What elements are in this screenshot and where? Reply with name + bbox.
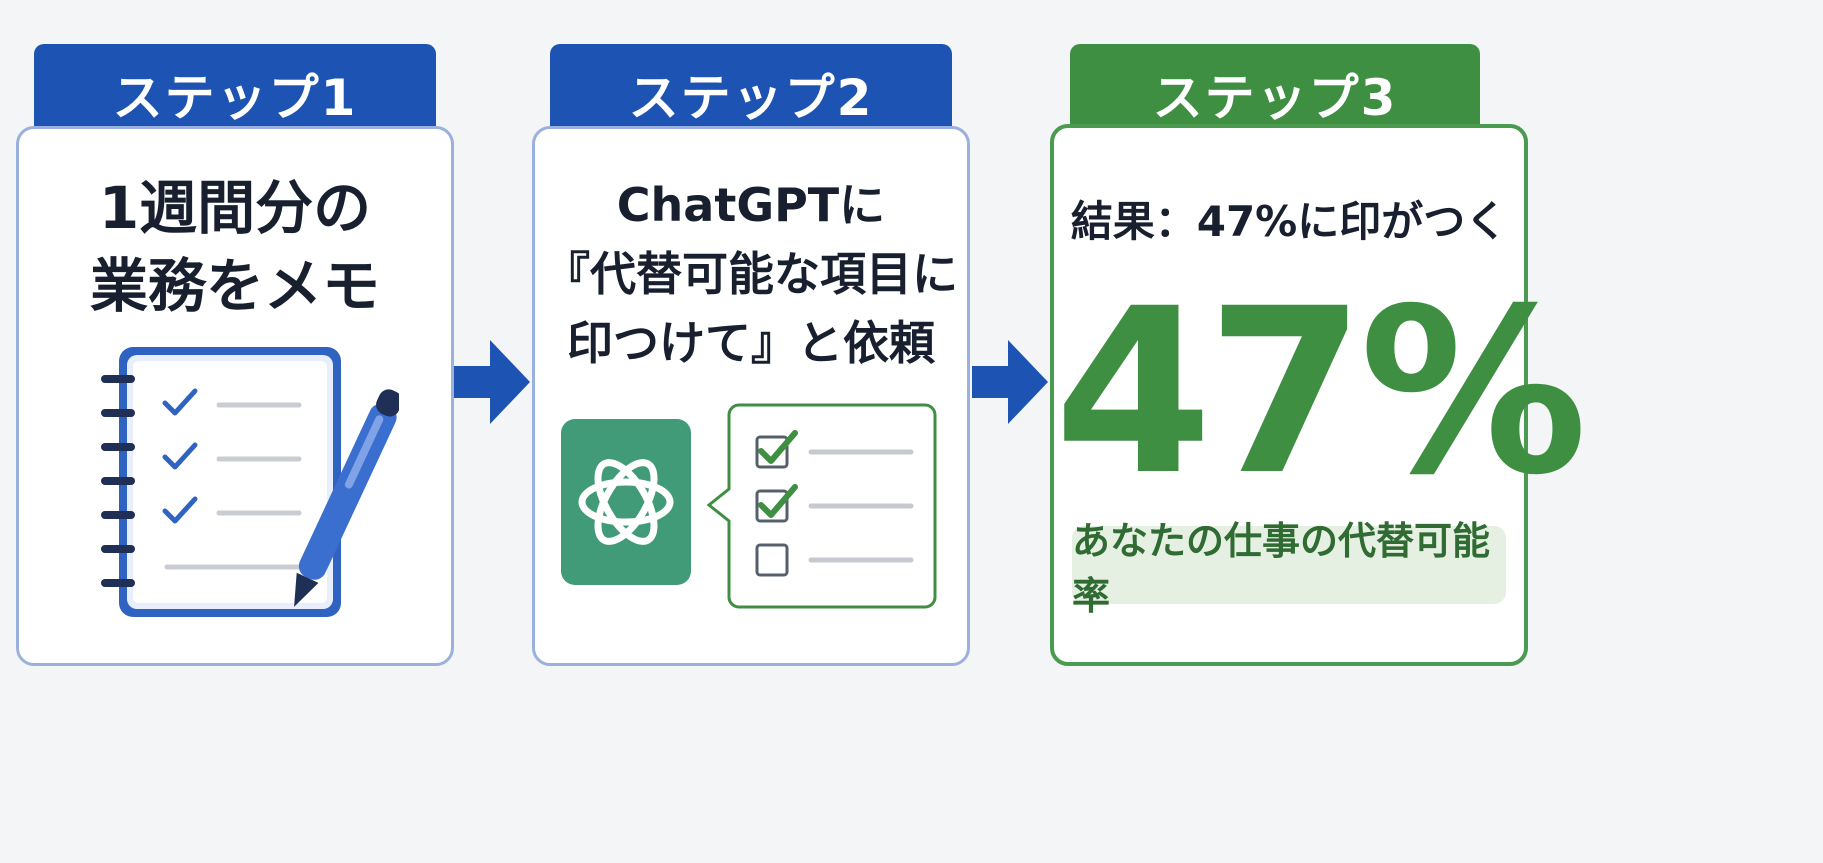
step-3-tab-label: ステップ3 [1152, 69, 1398, 127]
arrow-right-icon [454, 340, 530, 424]
step-3-card: 結果：47%に印がつく 47% あなたの仕事の代替可能率 [1050, 124, 1588, 666]
step-2-heading-line1: ChatGPTに [616, 178, 886, 232]
step-1-heading-line1: 1週間分の [98, 174, 372, 242]
step-2-tab-label: ステップ2 [628, 69, 874, 127]
step-2-heading-line2: 『代替可能な項目に [544, 247, 958, 301]
chatgpt-logo-icon [561, 419, 691, 585]
step-2-heading-line3: 印つけて』と依頼 [567, 316, 935, 370]
step-2-heading: ChatGPTに 『代替可能な項目に 印つけて』と依頼 [535, 171, 967, 378]
step-3-heading: 結果：47%に印がつく [1070, 197, 1508, 246]
step-1-heading-line2: 業務をメモ [89, 252, 380, 321]
checklist-bubble-icon [706, 403, 937, 609]
step-1-card: 1週間分の 業務をメモ [16, 126, 454, 666]
replaceability-badge: あなたの仕事の代替可能率 [1072, 519, 1506, 618]
step-2-card: ChatGPTに 『代替可能な項目に 印つけて』と依頼 [532, 126, 970, 666]
notepad-with-pen-icon [101, 347, 399, 617]
big-percentage: 47% [1054, 259, 1588, 525]
badge-label: あなたの仕事の代替可能率 [1072, 519, 1491, 618]
arrow-right-icon [972, 340, 1048, 424]
step-1-tab-label: ステップ1 [112, 69, 358, 127]
step-1-heading: 1週間分の 業務をメモ [19, 169, 451, 326]
